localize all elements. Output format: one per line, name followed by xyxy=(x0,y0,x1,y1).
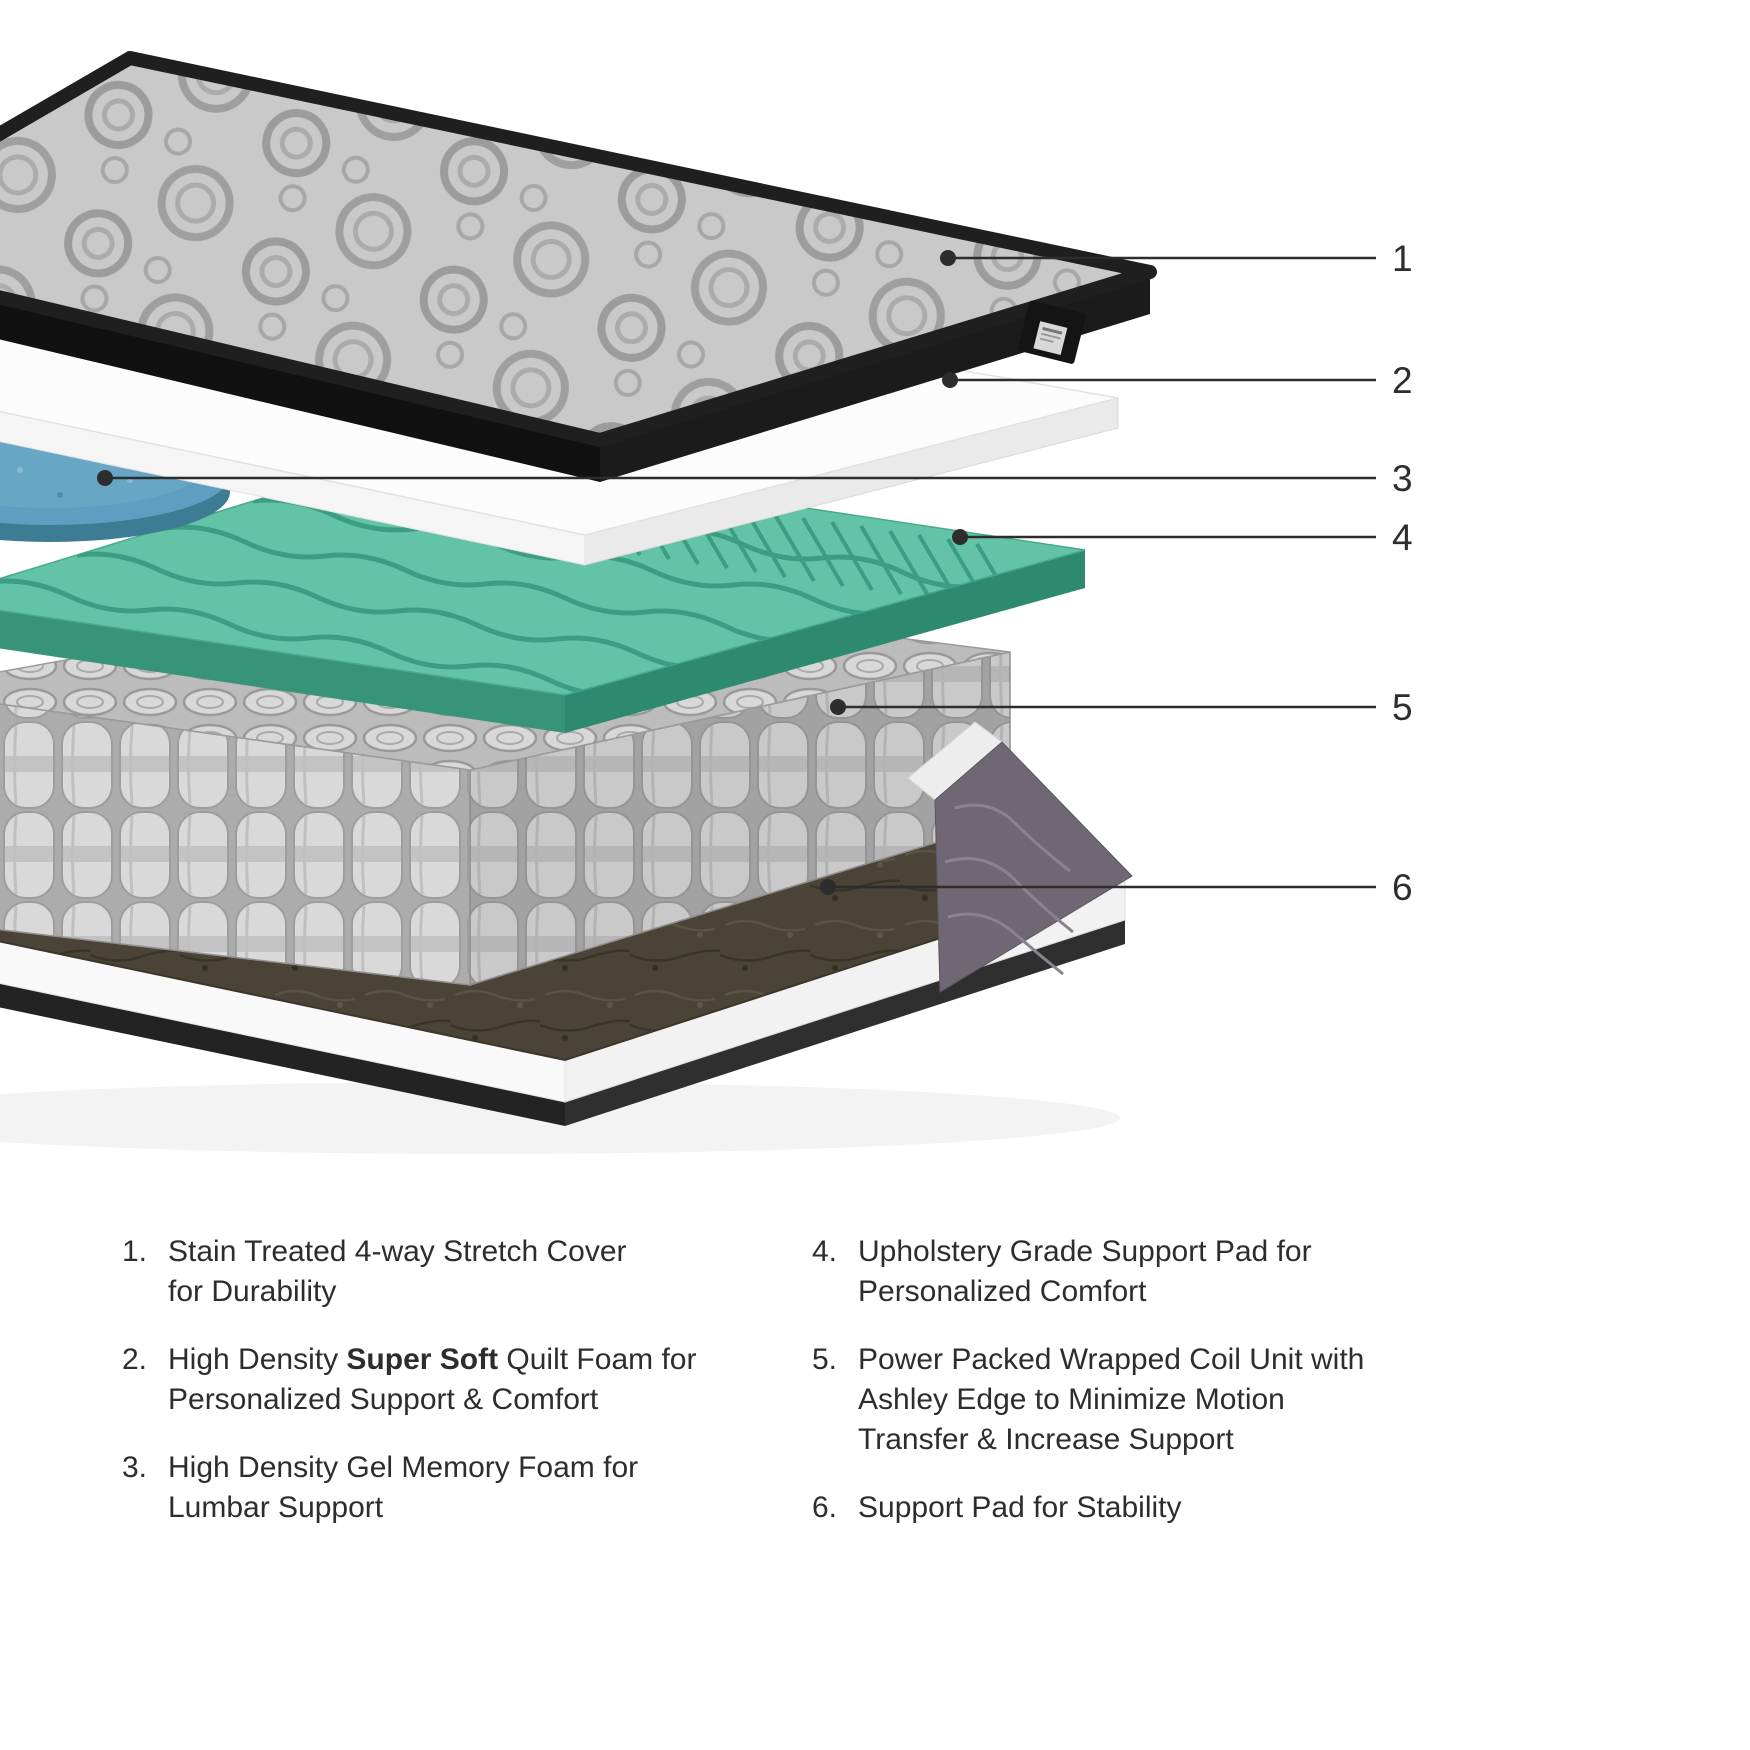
callout-2: 2 xyxy=(942,360,1413,401)
layer-1-stretch-cover xyxy=(0,51,1157,482)
legend-item-1: 1. Stain Treated 4-way Stretch Cover for… xyxy=(122,1232,770,1312)
callout-6: 6 xyxy=(820,867,1413,908)
legend-item-5-text: Power Packed Wrapped Coil Unit with Ashl… xyxy=(858,1343,1365,1456)
legend-item-2: 2. High Density Super Soft Quilt Foam fo… xyxy=(122,1340,770,1420)
legend-item-3: 3. High Density Gel Memory Foam for Lumb… xyxy=(122,1448,770,1528)
legend-item-6-text: Support Pad for Stability xyxy=(858,1491,1182,1524)
callout-number-6: 6 xyxy=(1392,867,1413,908)
callout-number-2: 2 xyxy=(1392,360,1413,401)
brand-tag xyxy=(1018,300,1086,364)
callout-3: 3 xyxy=(97,458,1413,499)
legend-item-6: 6. Support Pad for Stability xyxy=(812,1488,1437,1528)
callout-number-5: 5 xyxy=(1392,687,1413,728)
legend-item-5: 5. Power Packed Wrapped Coil Unit with A… xyxy=(812,1340,1437,1460)
callout-4: 4 xyxy=(952,517,1413,558)
legend-item-2-text: High Density Super Soft Quilt Foam for P… xyxy=(168,1340,696,1420)
callout-5: 5 xyxy=(830,687,1413,728)
callout-number-3: 3 xyxy=(1392,458,1413,499)
legend-item-5-number: 5. xyxy=(812,1343,838,1376)
legend-item-2-text-prefix: High Density xyxy=(168,1343,347,1376)
callout-number-1: 1 xyxy=(1392,238,1413,279)
legend-item-2-text-bold: Super Soft xyxy=(346,1343,499,1376)
callout-1: 1 xyxy=(940,238,1413,279)
legend-item-2-number: 2. xyxy=(122,1343,148,1376)
legend-item-4: 4. Upholstery Grade Support Pad for Pers… xyxy=(812,1232,1437,1312)
legend-item-3-number: 3. xyxy=(122,1451,148,1484)
legend-item-2-text-suffix: Quilt Foam for Personalized Support & Co… xyxy=(168,1343,697,1416)
legend-column-left: 1. Stain Treated 4-way Stretch Cover for… xyxy=(122,1232,770,1556)
callout-number-4: 4 xyxy=(1392,517,1413,558)
legend-item-1-text: Stain Treated 4-way Stretch Cover for Du… xyxy=(168,1235,627,1308)
legend-column-right: 4. Upholstery Grade Support Pad for Pers… xyxy=(812,1232,1437,1556)
callouts: 1 2 3 4 5 xyxy=(97,238,1413,908)
legend-item-1-number: 1. xyxy=(122,1235,148,1268)
layer-4-upholstery-support-pad xyxy=(0,449,1086,733)
legend-item-6-number: 6. xyxy=(812,1491,838,1524)
legend-item-3-text: High Density Gel Memory Foam for Lumbar … xyxy=(168,1451,639,1524)
legend-item-4-text: Upholstery Grade Support Pad for Persona… xyxy=(858,1235,1312,1308)
mattress-exploded-view: 1 2 3 4 5 xyxy=(0,51,1413,1154)
legend-item-4-number: 4. xyxy=(812,1235,838,1268)
mattress-corner-fabric xyxy=(907,721,1133,993)
legend: 1. Stain Treated 4-way Stretch Cover for… xyxy=(0,1232,1750,1652)
